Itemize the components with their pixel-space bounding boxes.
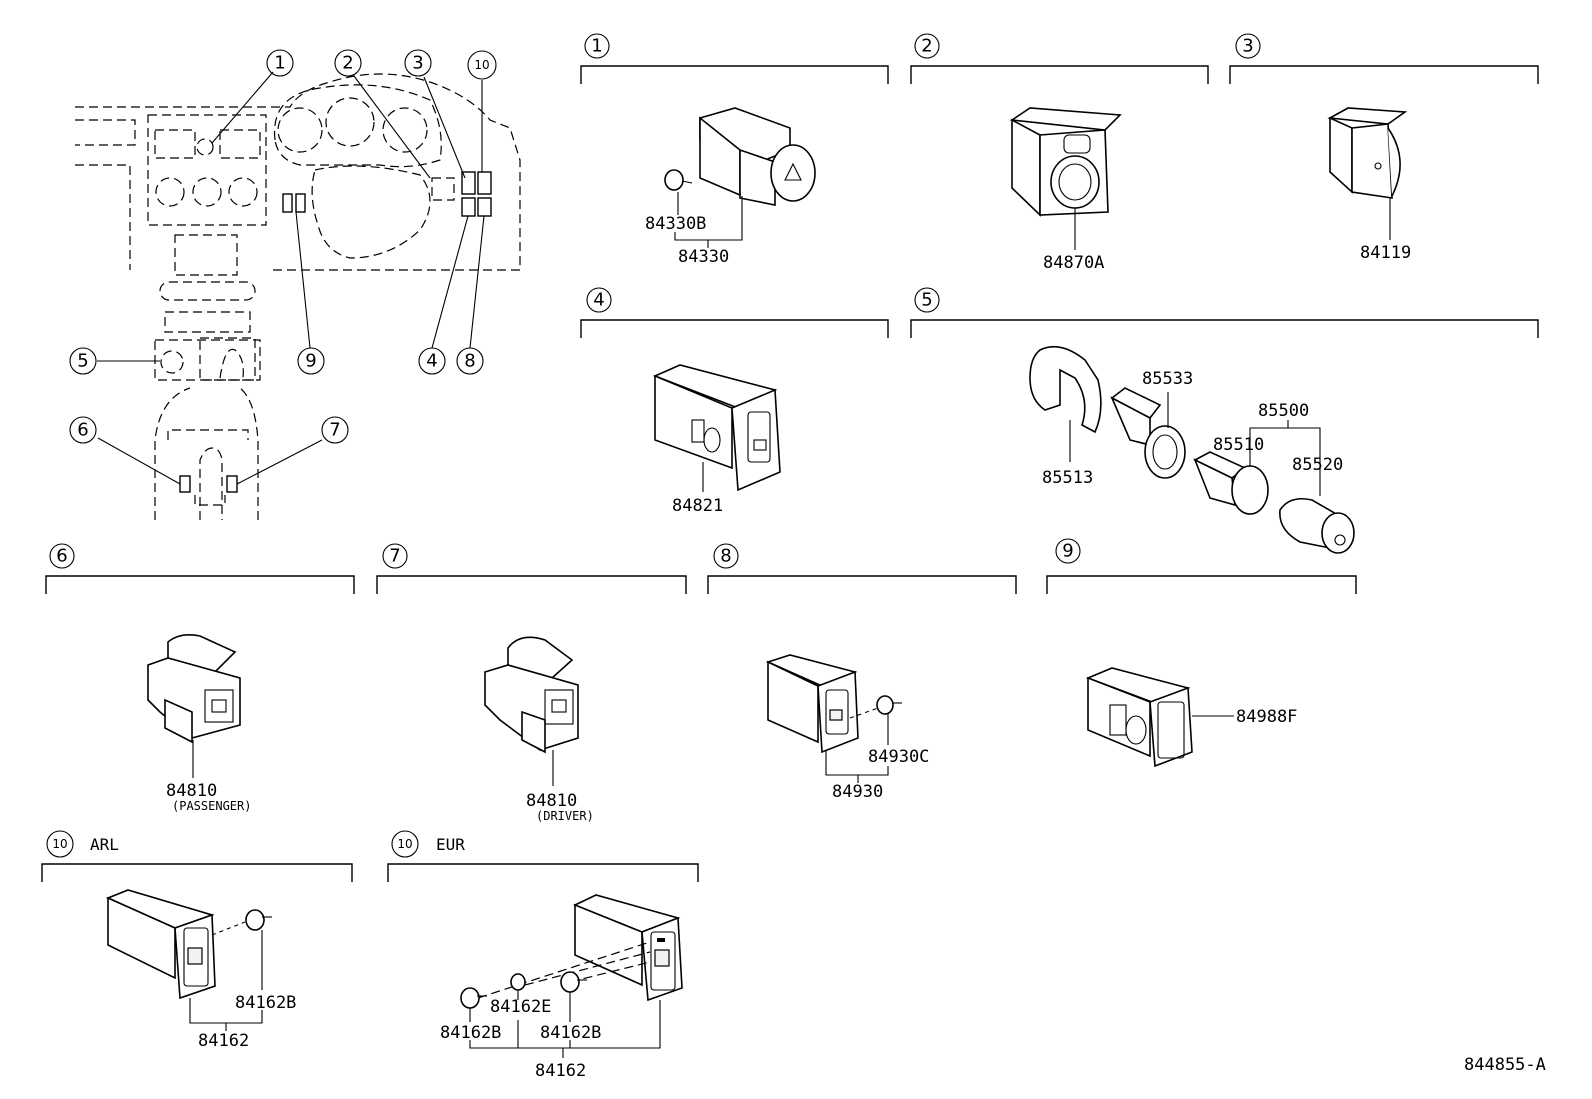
callout-4: 4 bbox=[418, 347, 446, 375]
section-10-eur: 10 EUR 84162E 84 bbox=[387, 830, 699, 1081]
svg-text:84162: 84162 bbox=[535, 1061, 586, 1081]
callout-1: 1 bbox=[266, 49, 294, 77]
section-5: 5 85533 85500 85510 85520 85513 bbox=[910, 287, 1539, 554]
callout-10: 10 bbox=[467, 50, 497, 80]
headlight-switch-eur-part bbox=[573, 894, 683, 1002]
callout-7: 7 bbox=[321, 416, 349, 444]
svg-text:3: 3 bbox=[412, 53, 423, 74]
callout-6: 6 bbox=[69, 416, 97, 444]
fog-switch-part bbox=[765, 654, 859, 754]
bulb-part bbox=[876, 695, 902, 715]
svg-text:1: 1 bbox=[274, 53, 285, 74]
svg-text:84162: 84162 bbox=[198, 1031, 249, 1051]
svg-text:84330: 84330 bbox=[678, 247, 729, 267]
svg-text:85533: 85533 bbox=[1142, 369, 1193, 389]
section-1: 1 84330B 84330 bbox=[580, 33, 889, 267]
svg-text:84988F: 84988F bbox=[1236, 707, 1297, 727]
section-4: 4 84821 bbox=[580, 287, 889, 516]
svg-text:(DRIVER): (DRIVER) bbox=[536, 809, 594, 823]
figure-code: 844855-A bbox=[1464, 1055, 1546, 1075]
dashboard-overview bbox=[75, 73, 521, 520]
svg-text:7: 7 bbox=[389, 546, 400, 567]
section-8: 8 84930C 84930 bbox=[707, 543, 1017, 802]
svg-text:84330B: 84330B bbox=[645, 214, 706, 234]
svg-text:84119: 84119 bbox=[1360, 243, 1411, 263]
svg-text:84162B: 84162B bbox=[235, 993, 296, 1013]
svg-text:10: 10 bbox=[474, 58, 489, 72]
svg-text:6: 6 bbox=[77, 420, 88, 441]
bulb-eur-1-part bbox=[460, 987, 487, 1009]
svg-text:84930: 84930 bbox=[832, 782, 883, 802]
svg-text:ARL: ARL bbox=[90, 835, 119, 854]
callout-3: 3 bbox=[404, 49, 432, 77]
mirror-switch-part bbox=[1009, 107, 1122, 217]
svg-text:3: 3 bbox=[1242, 36, 1253, 57]
svg-text:6: 6 bbox=[56, 546, 67, 567]
svg-text:85510: 85510 bbox=[1213, 435, 1264, 455]
lighter-socket-part bbox=[1110, 387, 1186, 479]
section-10-arl: 10 ARL 84162B 84162 bbox=[41, 830, 353, 1051]
hazard-switch-part bbox=[699, 107, 816, 206]
svg-text:9: 9 bbox=[1062, 541, 1073, 562]
lighter-bracket-part bbox=[1029, 345, 1102, 434]
svg-text:84162B: 84162B bbox=[440, 1023, 501, 1043]
callout-9: 9 bbox=[297, 347, 325, 375]
callout-leaders bbox=[97, 71, 485, 485]
svg-text:84870A: 84870A bbox=[1043, 253, 1104, 273]
svg-text:7: 7 bbox=[329, 420, 340, 441]
svg-text:85513: 85513 bbox=[1042, 468, 1093, 488]
svg-text:(PASSENGER): (PASSENGER) bbox=[172, 799, 251, 813]
switch-9-part bbox=[1085, 667, 1193, 768]
svg-text:10: 10 bbox=[52, 837, 67, 851]
svg-text:1: 1 bbox=[591, 36, 602, 57]
svg-text:84810: 84810 bbox=[166, 781, 217, 801]
svg-text:5: 5 bbox=[77, 351, 88, 372]
lighter-body-part bbox=[1193, 451, 1269, 515]
svg-text:8: 8 bbox=[720, 546, 731, 567]
svg-text:5: 5 bbox=[921, 290, 932, 311]
dimmer-switch-part bbox=[1327, 107, 1408, 199]
headlight-switch-arl-part bbox=[105, 889, 216, 1000]
svg-text:EUR: EUR bbox=[436, 835, 465, 854]
section-3: 3 84119 bbox=[1229, 33, 1539, 263]
svg-text:84810: 84810 bbox=[526, 791, 577, 811]
bulb-arl-part bbox=[245, 909, 272, 931]
callout-8: 8 bbox=[456, 347, 484, 375]
svg-text:85520: 85520 bbox=[1292, 455, 1343, 475]
callout-numbers: 1 2 3 10 4 8 9 5 6 7 bbox=[69, 49, 497, 444]
svg-text:2: 2 bbox=[921, 36, 932, 57]
callout-2: 2 bbox=[334, 49, 362, 77]
svg-text:84162B: 84162B bbox=[540, 1023, 601, 1043]
bulb-eur-3-part bbox=[560, 971, 587, 993]
svg-text:84162E: 84162E bbox=[490, 997, 551, 1017]
section-6: 6 84810 (PASSENGER) bbox=[45, 543, 355, 813]
svg-text:8: 8 bbox=[464, 351, 475, 372]
window-switch-driver-part bbox=[484, 636, 579, 754]
svg-text:84930C: 84930C bbox=[868, 747, 929, 767]
section-7: 7 84810 (DRIVER) bbox=[376, 543, 687, 823]
svg-text:2: 2 bbox=[342, 53, 353, 74]
window-switch-passenger-part bbox=[147, 634, 241, 744]
svg-text:4: 4 bbox=[426, 351, 437, 372]
svg-text:9: 9 bbox=[305, 351, 316, 372]
callout-5: 5 bbox=[69, 347, 97, 375]
section-2: 2 84870A bbox=[910, 33, 1209, 273]
svg-text:84821: 84821 bbox=[672, 496, 723, 516]
bulb-eur-2-part bbox=[510, 973, 526, 991]
svg-text:10: 10 bbox=[397, 837, 412, 851]
svg-text:85500: 85500 bbox=[1258, 401, 1309, 421]
defogger-switch-part bbox=[652, 364, 781, 492]
screw-part bbox=[664, 169, 693, 191]
lighter-plug-part bbox=[1279, 497, 1355, 554]
svg-text:4: 4 bbox=[593, 290, 604, 311]
section-9: 9 84988F bbox=[1046, 538, 1357, 768]
